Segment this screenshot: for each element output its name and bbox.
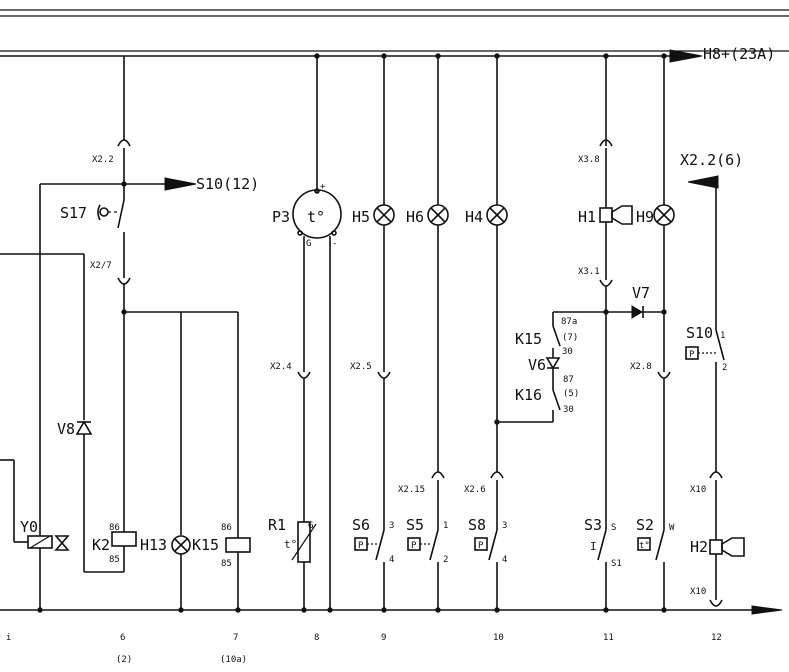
connector-x22-label: X2.2 [92,155,114,165]
connector-x26-label: X2.6 [464,485,486,495]
circuit-column-h9 [637,53,675,613]
r1-t-symbol: t° [284,538,297,551]
k2-label: K2 [92,536,110,554]
circuit-column-10 [474,53,553,613]
k15-pin-85: 85 [221,559,232,569]
k16-pin-ref-5: (5) [563,389,579,399]
connector-x10-bottom-label: X10 [690,587,706,597]
s8-p-box-label: P [478,541,484,551]
s5-p-box-label: P [411,541,417,551]
s6-pin-4: 4 [389,555,394,565]
s10-p-box-label: P [689,350,695,360]
v8-label: V8 [57,420,75,438]
column-label-12: 12 [711,633,722,643]
connector-x24-label: X2.4 [270,362,292,372]
s3-i-symbol: I [590,540,597,553]
p3-symbol-label: t° [307,208,325,226]
s3-label: S3 [584,516,602,534]
bus-reference-label: H8+(23A) [703,45,775,63]
s10-pin-2: 2 [722,363,727,373]
k15-pin-86: 86 [221,523,232,533]
k16-label: K16 [515,386,542,404]
s5-pin-1: 1 [443,521,448,531]
column-label-7: 7 [233,633,238,643]
ground-bus [0,605,783,615]
s2-label: S2 [636,516,654,534]
connector-x215-label: X2.15 [398,485,425,495]
h5-label: H5 [352,208,370,226]
k2-pin-86: 86 [109,523,120,533]
p3-pin-g: G [306,239,311,249]
connector-x31-label: X3.1 [578,267,600,277]
k2-pin-85: 85 [109,555,120,565]
k15-pin-ref-7: (7) [562,333,578,343]
circuit-left-y0 [0,184,93,613]
y0-label: Y0 [20,518,38,536]
column-label-9: 9 [381,633,386,643]
circuit-column-12 [685,175,745,607]
s3-pin-s1: S1 [611,559,622,569]
h9-label: H9 [636,208,654,226]
s2-pin-w: W [669,523,675,533]
s3-pin-s: S [611,523,616,533]
s6-p-box-label: P [358,541,364,551]
circuit-column-11 [597,53,664,613]
k15-pin-87a: 87a [561,317,577,327]
h1-label: H1 [578,208,596,226]
column-label-i: i [6,633,11,643]
s10-label: S10 [686,324,713,342]
s8-label: S8 [468,516,486,534]
connector-x38-label: X3.8 [578,155,600,165]
s10-pin-1: 1 [720,331,725,341]
s6-label: S6 [352,516,370,534]
column-label-10: 10 [493,633,504,643]
s2-t-symbol: t° [639,541,650,551]
p3-pin-plus: + [320,182,326,192]
connector-x25-label: X2.5 [350,362,372,372]
s10-reference-label: S10(12) [196,175,259,193]
column-sublabel-6: (2) [116,655,132,665]
column-label-8: 8 [314,633,319,643]
s5-label: S5 [406,516,424,534]
h4-label: H4 [465,208,483,226]
circuit-column-9 [354,53,395,613]
circuit-column-6 [40,56,251,613]
relay-contacts-k15-k16 [545,311,606,422]
connector-x27-label: X2/7 [90,261,112,271]
connector-x10-top-label: X10 [690,485,706,495]
x22-reference-label: X2.2(6) [680,151,743,169]
s8-pin-4: 4 [502,555,507,565]
p3-label: P3 [272,208,290,226]
r1-pin-g: G [308,521,313,531]
column-sublabel-7: (10a) [220,655,247,665]
h2-label: H2 [690,538,708,556]
v7-label: V7 [632,284,650,302]
k15-lower-label: K15 [192,536,219,554]
k15-upper-label: K15 [515,330,542,348]
k16-pin-30: 30 [563,405,574,415]
column-label-11: 11 [603,633,614,643]
s5-pin-2: 2 [443,555,448,565]
connector-x28-label: X2.8 [630,362,652,372]
s6-pin-3: 3 [389,521,394,531]
p3-pin-minus: - [332,239,337,249]
h13-label: H13 [140,536,167,554]
s8-pin-3: 3 [502,521,507,531]
k15-pin-30: 30 [562,347,573,357]
h6-label: H6 [406,208,424,226]
circuit-column-8 [291,53,342,613]
r1-label: R1 [268,516,286,534]
s17-label: S17 [60,204,87,222]
k16-pin-87: 87 [563,375,574,385]
column-label-6: 6 [120,633,125,643]
v6-label: V6 [528,356,546,374]
circuit-column-h6 [407,53,449,613]
positive-bus [0,49,703,63]
